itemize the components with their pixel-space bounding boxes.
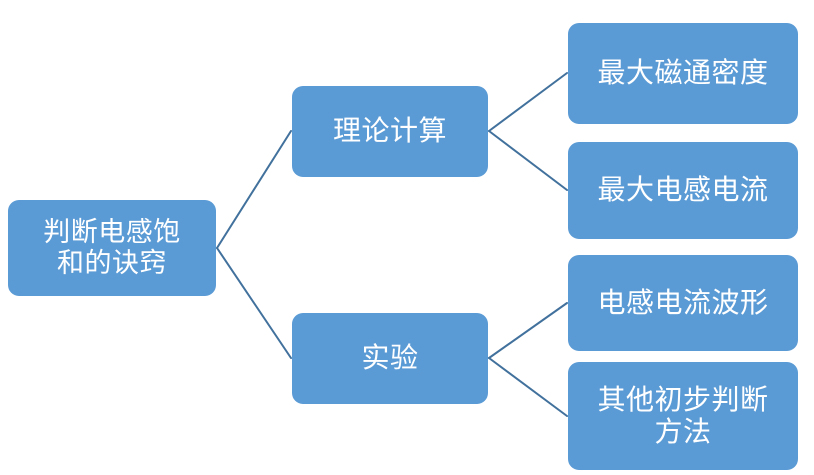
node-leaf-max-inductor-current[interactable]: 最大电感电流 (568, 142, 798, 239)
connector-exp-to-waveform (488, 302, 568, 359)
node-branch-experiment[interactable]: 实验 (292, 313, 488, 404)
connector-root-to-theory (216, 130, 292, 249)
node-leaf-max-flux-density[interactable]: 最大磁通密度 (568, 23, 798, 124)
node-branch-theoretical-calculation[interactable]: 理论计算 (292, 86, 488, 177)
connector-theory-to-flux (488, 72, 568, 132)
connector-root-to-experiment (216, 247, 292, 359)
node-root[interactable]: 判断电感饱 和的诀窍 (8, 200, 216, 296)
connector-theory-to-current (488, 130, 568, 191)
node-leaf-inductor-current-waveform[interactable]: 电感电流波形 (568, 255, 798, 351)
connector-exp-to-othermethods (488, 357, 568, 417)
node-leaf-other-preliminary-methods[interactable]: 其他初步判断 方法 (568, 362, 798, 470)
